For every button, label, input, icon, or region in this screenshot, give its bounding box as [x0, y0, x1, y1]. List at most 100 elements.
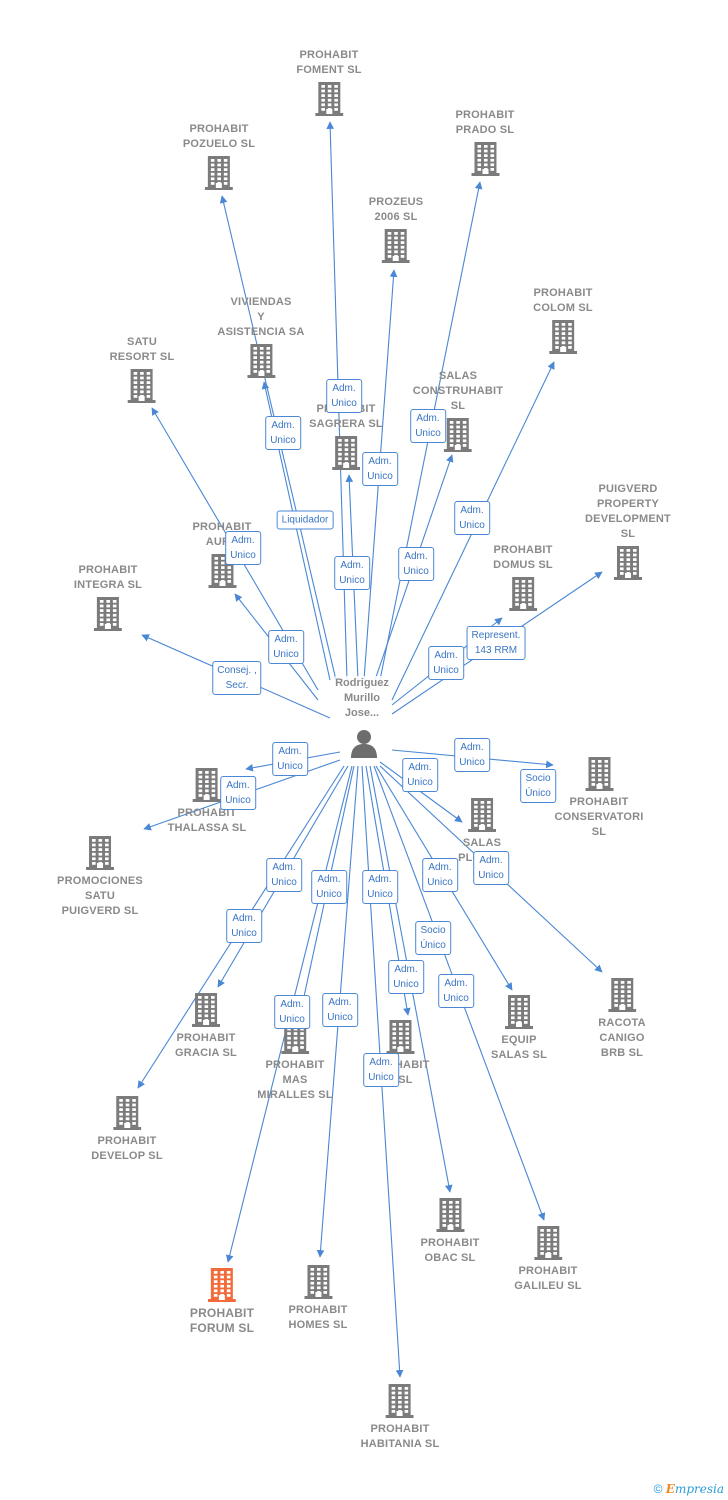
company-label[interactable]: PROHABIT CONSERVATORI SL [554, 796, 644, 838]
building-icon [578, 546, 678, 580]
role-badge[interactable]: Adm. Unico [473, 851, 509, 885]
company-node-equip-salas[interactable]: EQUIP SALAS SL [491, 995, 547, 1063]
building-icon [493, 577, 553, 611]
role-badge[interactable]: Adm. Unico [266, 858, 302, 892]
company-node-prozeus[interactable]: PROZEUS 2006 SL [369, 195, 424, 263]
empresia-logo[interactable]: Empresia [665, 1482, 724, 1496]
building-icon [458, 798, 506, 832]
building-icon [361, 1384, 440, 1418]
role-badge[interactable]: Adm. Unico [454, 501, 490, 535]
person-name[interactable]: Rodriguez Murillo Jose... [335, 676, 389, 721]
role-badge[interactable]: Adm. Unico [363, 1053, 399, 1087]
company-node-domus[interactable]: PROHABIT DOMUS SL [493, 543, 553, 611]
role-badge[interactable]: Adm. Unico [326, 379, 362, 413]
company-label[interactable]: RACOTA CANIGO BRB SL [598, 1017, 646, 1059]
building-icon [288, 1265, 347, 1299]
role-badge[interactable]: Represent. 143 RRM [466, 626, 526, 660]
role-badge[interactable]: Adm. Unico [268, 630, 304, 664]
edge-salas_plus [379, 761, 463, 823]
company-node-homes[interactable]: PROHABIT HOMES SL [288, 1265, 347, 1333]
company-label[interactable]: PROHABIT THALASSA SL [167, 807, 247, 834]
company-label[interactable]: PROZEUS 2006 SL [368, 196, 424, 223]
role-badge[interactable]: Liquidador [276, 510, 334, 530]
role-badge[interactable]: Adm. Unico [362, 870, 398, 904]
company-node-galileu[interactable]: PROHABIT GALILEU SL [514, 1226, 581, 1294]
company-label[interactable]: PROHABIT GALILEU SL [514, 1265, 582, 1292]
company-label[interactable]: PROHABIT HABITANIA SL [360, 1423, 440, 1450]
role-badge[interactable]: Adm. Unico [225, 531, 261, 565]
company-label[interactable]: PROHABIT FOMENT SL [296, 49, 362, 76]
building-icon [555, 757, 644, 791]
company-node-promociones-satu[interactable]: PROMOCIONES SATU PUIGVERD SL [57, 836, 143, 919]
company-node-mas-miralles[interactable]: PROHABIT MAS MIRALLES SL [257, 1020, 333, 1103]
company-label[interactable]: PROMOCIONES SATU PUIGVERD SL [57, 875, 143, 917]
company-label[interactable]: PUIGVERD PROPERTY DEVELOPMENT SL [585, 483, 671, 540]
role-badge[interactable]: Adm. Unico [311, 870, 347, 904]
building-icon [533, 320, 593, 354]
role-badge[interactable]: Adm. Unico [274, 995, 310, 1029]
role-badge[interactable]: Adm. Unico [334, 556, 370, 590]
company-node-puigverd-property[interactable]: PUIGVERD PROPERTY DEVELOPMENT SL [578, 482, 678, 580]
company-node-aura[interactable]: PROHABIT AURA [192, 520, 251, 588]
building-icon [370, 1020, 429, 1054]
building-icon [183, 156, 255, 190]
company-node-satu-resort[interactable]: SATU RESORT SL [110, 335, 175, 403]
building-icon [369, 229, 424, 263]
role-badge[interactable]: Adm. Unico [428, 646, 464, 680]
building-icon [168, 768, 247, 802]
company-label[interactable]: PROHABIT INTEGRA SL [73, 564, 143, 591]
role-badge[interactable]: Socio Único [415, 921, 451, 955]
role-badge[interactable]: Adm. Unico [265, 416, 301, 450]
company-label[interactable]: PROHABIT GRACIA SL [175, 1032, 237, 1059]
building-icon [74, 597, 142, 631]
company-node-develop[interactable]: PROHABIT DEVELOP SL [91, 1096, 163, 1164]
role-badge[interactable]: Adm. Unico [226, 909, 262, 943]
company-label[interactable]: PROHABIT DOMUS SL [493, 544, 553, 571]
company-label[interactable]: PROHABIT HOMES SL [288, 1304, 348, 1331]
company-node-construhabit[interactable]: SALAS CONSTRUHABIT SL [413, 369, 503, 452]
building-icon [491, 995, 547, 1029]
company-node-gracia[interactable]: PROHABIT GRACIA SL [175, 993, 237, 1061]
role-badge[interactable]: Adm. Unico [322, 993, 358, 1027]
company-node-conservatori[interactable]: PROHABIT CONSERVATORI SL [555, 757, 644, 840]
company-label[interactable]: VIVIENDAS Y ASISTENCIA SA [217, 296, 305, 338]
company-label[interactable]: PROHABIT PRADO SL [455, 109, 515, 136]
company-label[interactable]: EQUIP SALAS SL [491, 1034, 547, 1061]
building-icon [514, 1226, 581, 1260]
role-badge[interactable]: Adm. Unico [438, 974, 474, 1008]
role-badge[interactable]: Adm. Unico [362, 452, 398, 486]
building-icon [190, 1268, 254, 1302]
company-label[interactable]: SALAS CONSTRUHABIT SL [412, 370, 504, 412]
company-label[interactable]: PROHABIT POZUELO SL [182, 123, 256, 150]
company-label[interactable]: PROHABIT OBAC SL [420, 1237, 480, 1264]
company-node-racota[interactable]: RACOTA CANIGO BRB SL [598, 978, 646, 1061]
company-label[interactable]: SATU RESORT SL [109, 336, 175, 363]
company-node-colom[interactable]: PROHABIT COLOM SL [533, 286, 593, 354]
company-node-thalassa[interactable]: PROHABIT THALASSA SL [168, 768, 247, 836]
role-badge[interactable]: Adm. Unico [454, 738, 490, 772]
role-badge[interactable]: Adm. Unico [398, 547, 434, 581]
role-badge[interactable]: Adm. Unico [220, 776, 256, 810]
role-badge[interactable]: Adm. Unico [410, 409, 446, 443]
building-icon [413, 418, 503, 452]
role-badge[interactable]: Adm. Unico [388, 960, 424, 994]
role-badge[interactable]: Adm. Unico [272, 742, 308, 776]
person-node[interactable] [349, 728, 379, 763]
company-label[interactable]: PROHABIT DEVELOP SL [91, 1135, 163, 1162]
role-badge[interactable]: Adm. Unico [422, 858, 458, 892]
company-label[interactable]: PROHABIT MAS MIRALLES SL [257, 1059, 333, 1101]
building-icon [110, 369, 175, 403]
company-node-pozuelo[interactable]: PROHABIT POZUELO SL [183, 122, 255, 190]
company-node-habitania[interactable]: PROHABIT HABITANIA SL [361, 1384, 440, 1452]
company-node-viviendas[interactable]: VIVIENDAS Y ASISTENCIA SA [217, 295, 304, 378]
company-node-forum[interactable]: PROHABIT FORUM SL [190, 1268, 254, 1336]
role-badge[interactable]: Socio Único [520, 769, 556, 803]
company-node-foment[interactable]: PROHABIT FOMENT SL [296, 48, 361, 116]
company-label[interactable]: PROHABIT COLOM SL [533, 287, 593, 314]
role-badge[interactable]: Consej. , Secr. [212, 661, 262, 695]
company-node-obac[interactable]: PROHABIT OBAC SL [420, 1198, 479, 1266]
company-label[interactable]: PROHABIT FORUM SL [189, 1306, 255, 1335]
company-node-prado[interactable]: PROHABIT PRADO SL [455, 108, 514, 176]
role-badge[interactable]: Adm. Unico [402, 758, 438, 792]
company-node-integra[interactable]: PROHABIT INTEGRA SL [74, 563, 142, 631]
